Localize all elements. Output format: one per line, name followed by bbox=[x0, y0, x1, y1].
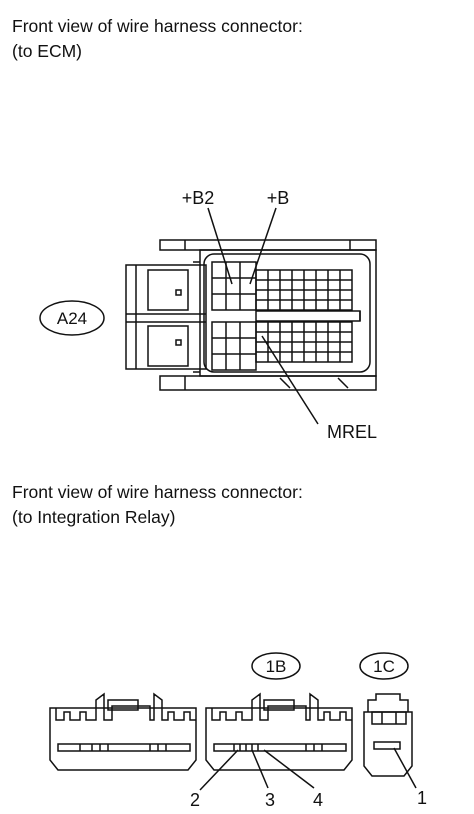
leader-line-pin2 bbox=[199, 749, 239, 791]
ecm-connector-caption: Front view of wire harness connector: (t… bbox=[12, 14, 303, 64]
pin-label-2: 2 bbox=[190, 790, 200, 810]
leader-line-b bbox=[249, 207, 277, 285]
relay-connector-left bbox=[49, 692, 197, 771]
latch-dot bbox=[175, 339, 182, 346]
connector-tag-oval bbox=[39, 300, 105, 336]
connector-tag-1b: 1B bbox=[266, 657, 287, 676]
pin-block bbox=[211, 261, 257, 311]
latch-dot bbox=[175, 289, 182, 296]
pin-label-4: 4 bbox=[313, 790, 323, 810]
pin-label-mrel: MREL bbox=[327, 422, 377, 442]
leader-line-mrel bbox=[261, 335, 319, 425]
leader-line-pin4 bbox=[263, 749, 315, 789]
pin-label-b2: +B2 bbox=[182, 188, 215, 208]
relay-connector-1b bbox=[199, 692, 353, 791]
connector-top-rail bbox=[159, 239, 377, 251]
connector-tag-1c: 1C bbox=[373, 657, 395, 676]
connector-tag-oval bbox=[251, 652, 301, 680]
pin-label-3: 3 bbox=[265, 790, 275, 810]
caption-line: Front view of wire harness connector: bbox=[12, 16, 303, 36]
leader-line-b2 bbox=[207, 207, 233, 285]
caption-line: Front view of wire harness connector: bbox=[12, 482, 303, 502]
caption-line: (to Integration Relay) bbox=[12, 507, 176, 527]
leader-line-pin1 bbox=[393, 747, 417, 789]
connector-face bbox=[203, 253, 371, 373]
connector-tag-oval bbox=[359, 652, 409, 680]
connector-tag-a24: A24 bbox=[57, 309, 87, 328]
ecm-connector-a24 bbox=[125, 207, 377, 425]
pin-label-b: +B bbox=[267, 188, 290, 208]
relay-connector-1c bbox=[363, 693, 417, 789]
pin-block bbox=[211, 321, 257, 371]
connector-latch bbox=[125, 264, 207, 370]
caption-line: (to ECM) bbox=[12, 41, 82, 61]
leader-line-pin3 bbox=[251, 749, 269, 789]
pin-label-1: 1 bbox=[417, 788, 427, 808]
relay-connector-caption: Front view of wire harness connector: (t… bbox=[12, 480, 303, 530]
